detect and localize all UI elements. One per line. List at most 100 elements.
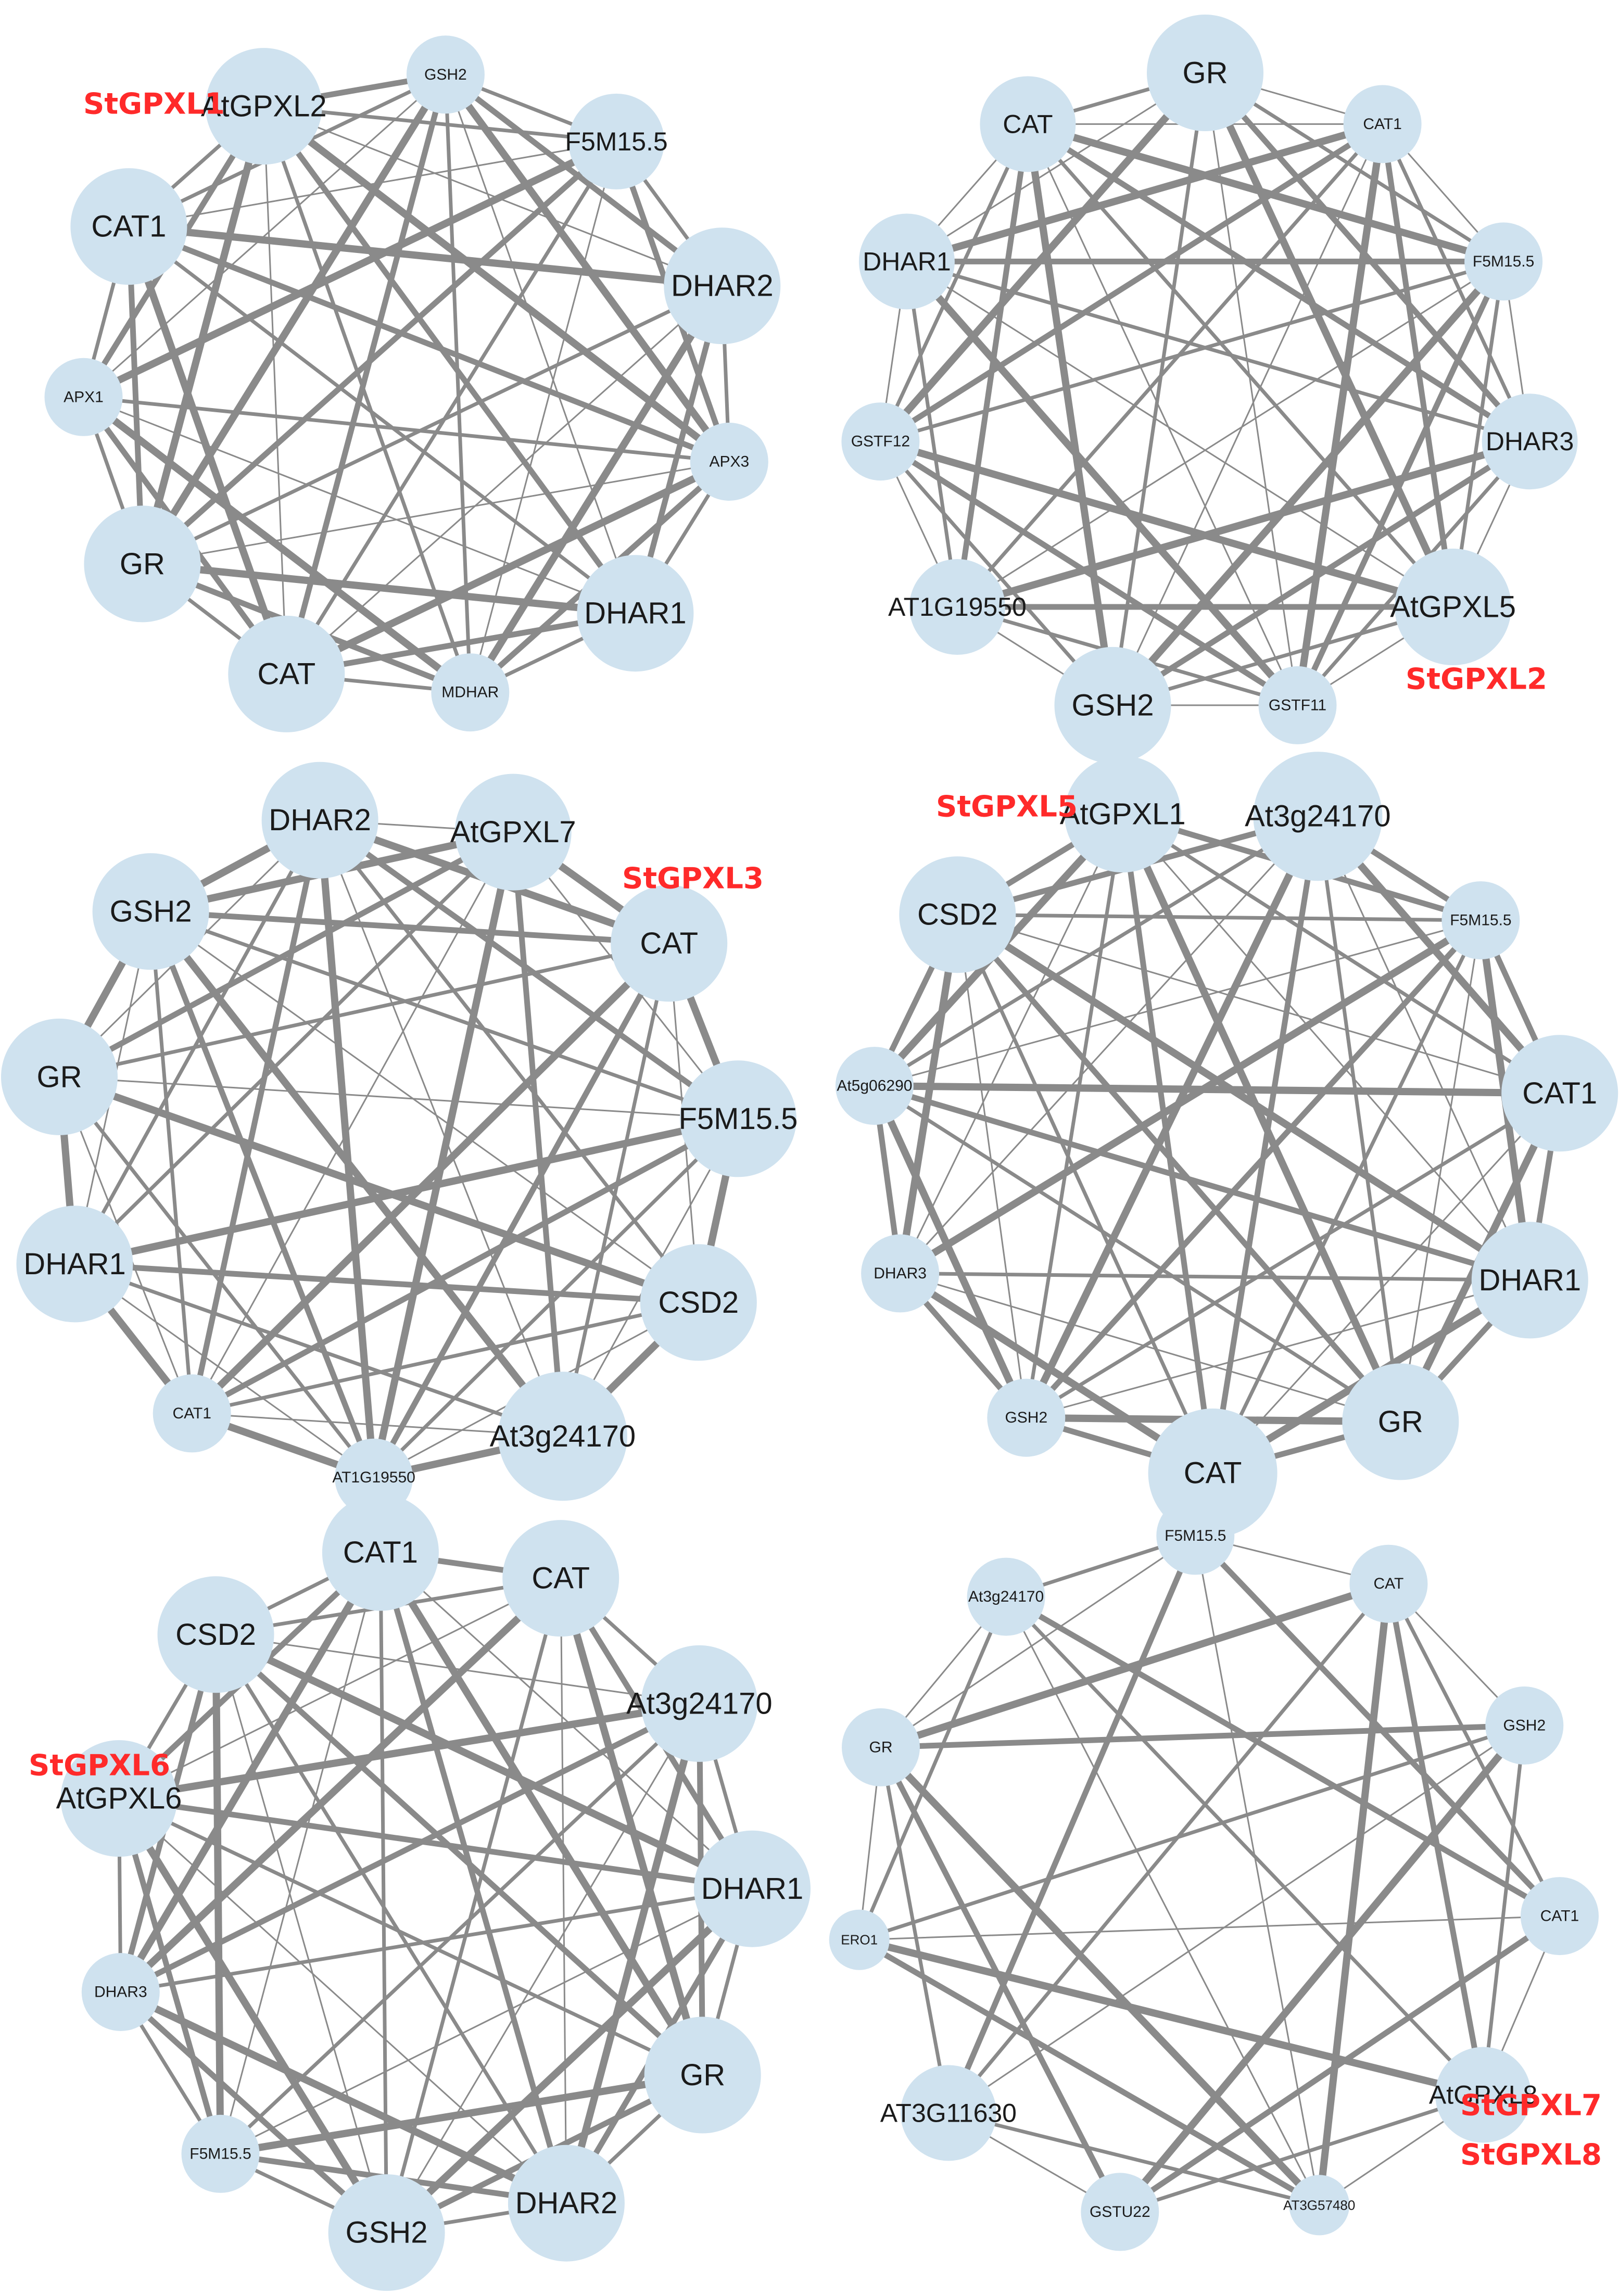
node-label: GSH2 — [110, 895, 192, 929]
node-label: GR — [680, 2058, 725, 2092]
node-circle — [980, 76, 1076, 172]
network-panel-6: F5M15.5CATGSH2CAT1AtGPXL8AT3G57480GSTU22… — [829, 1496, 1602, 2251]
node-label: GSTF11 — [1269, 696, 1326, 714]
node-circle — [967, 1557, 1045, 1636]
edge — [896, 911, 962, 1277]
edge — [441, 71, 733, 465]
edge — [874, 919, 1482, 1087]
edge — [378, 1551, 389, 2235]
node-label: F5M15.5 — [1473, 253, 1534, 270]
edge — [955, 122, 1385, 609]
nodes: CATAt3g24170DHAR1GRDHAR2GSH2F5M15.5DHAR3… — [56, 1494, 811, 2291]
node-circle — [1147, 15, 1263, 131]
node-label: At3g24170 — [490, 1419, 636, 1453]
edge — [1481, 1723, 1526, 2097]
node-circle — [1064, 756, 1181, 873]
node-circle — [1081, 2173, 1159, 2251]
node-circle — [328, 2174, 445, 2291]
panel-4-tag-1: StGPXL5 — [936, 790, 1078, 824]
edge — [125, 223, 732, 465]
node-circle — [568, 93, 665, 189]
node-label: F5M15.5 — [1165, 1527, 1226, 1544]
node-label: AtGPXL1 — [1060, 797, 1186, 831]
edge — [138, 103, 268, 568]
edge — [1385, 1581, 1486, 2098]
node-circle — [508, 2145, 625, 2262]
edge — [262, 104, 618, 144]
node-circle — [1482, 394, 1578, 490]
edge — [263, 105, 287, 675]
edge — [150, 910, 700, 1303]
node-label: DHAR3 — [874, 1265, 927, 1282]
node-circle — [1471, 1222, 1588, 1339]
edge — [1024, 120, 1117, 709]
node-label: MDHAR — [441, 684, 499, 701]
node-label: CAT1 — [1540, 1908, 1579, 1925]
edge — [117, 1549, 384, 1996]
edge — [376, 1549, 706, 2079]
node-label: CAT1 — [91, 210, 166, 244]
edge — [947, 1724, 1525, 2114]
nodes: F5M15.5CATGSH2CAT1AtGPXL8AT3G57480GSTU22… — [829, 1496, 1599, 2251]
node-circle — [690, 423, 768, 501]
node-label: CSD2 — [917, 898, 998, 932]
node-circle — [1485, 1686, 1564, 1765]
edge — [1212, 1092, 1561, 1474]
edge — [1004, 1595, 1485, 2097]
node-label: GR — [1378, 1405, 1423, 1439]
node-circle — [644, 2016, 761, 2134]
node-circle — [1464, 222, 1543, 301]
node-circle — [987, 1378, 1066, 1457]
edge — [377, 1550, 570, 2206]
node-label: DHAR2 — [269, 803, 371, 837]
node-circle — [205, 48, 322, 165]
node-circle — [1253, 752, 1383, 881]
nodes: At3g24170F5M15.5CAT1DHAR1GRCATGSH2DHAR3A… — [835, 752, 1618, 1538]
edge — [1194, 1534, 1320, 2206]
edge — [872, 814, 1320, 1088]
edge — [1003, 1594, 1563, 1919]
node-circle — [228, 615, 345, 732]
edge — [870, 1082, 1030, 1422]
edge — [954, 121, 1031, 610]
node-label: CAT1 — [1363, 116, 1401, 133]
node-label: CAT — [257, 657, 315, 691]
edge — [905, 259, 959, 609]
edge — [946, 2111, 1321, 2207]
edge — [80, 393, 474, 696]
edge — [1024, 812, 1125, 1420]
node-circle — [1343, 85, 1422, 163]
node-circle — [1156, 1496, 1235, 1575]
edge — [1118, 2093, 1485, 2214]
node-circle — [861, 1234, 940, 1313]
node-circle — [502, 1520, 619, 1637]
edge — [1203, 71, 1506, 263]
edge — [954, 911, 1534, 1284]
edge — [956, 914, 1561, 1094]
node-circle — [679, 1060, 796, 1177]
edge — [946, 1582, 1390, 2115]
edge — [263, 105, 723, 287]
node-circle — [841, 402, 920, 481]
node-label: F5M15.5 — [678, 1102, 798, 1136]
edge — [877, 1580, 1393, 1751]
node-circle — [81, 1953, 160, 2031]
node-circle — [1501, 1035, 1618, 1152]
edge — [857, 1595, 1008, 1942]
node-circle — [835, 1047, 914, 1125]
panel-5-tag-1: StGPXL6 — [29, 1749, 170, 1783]
node-label: DHAR3 — [1486, 427, 1574, 456]
edge — [212, 1631, 224, 2158]
edge — [871, 1083, 1533, 1283]
edge — [562, 1699, 703, 2207]
edge — [561, 941, 671, 1438]
node-circle — [498, 1372, 627, 1501]
node-circle — [1395, 549, 1512, 665]
edge — [877, 438, 1300, 708]
edge — [877, 1743, 1323, 2209]
edge — [1316, 1580, 1393, 2209]
node-label: GSH2 — [424, 66, 467, 83]
edge — [1120, 811, 1216, 1476]
edge — [316, 816, 378, 1481]
